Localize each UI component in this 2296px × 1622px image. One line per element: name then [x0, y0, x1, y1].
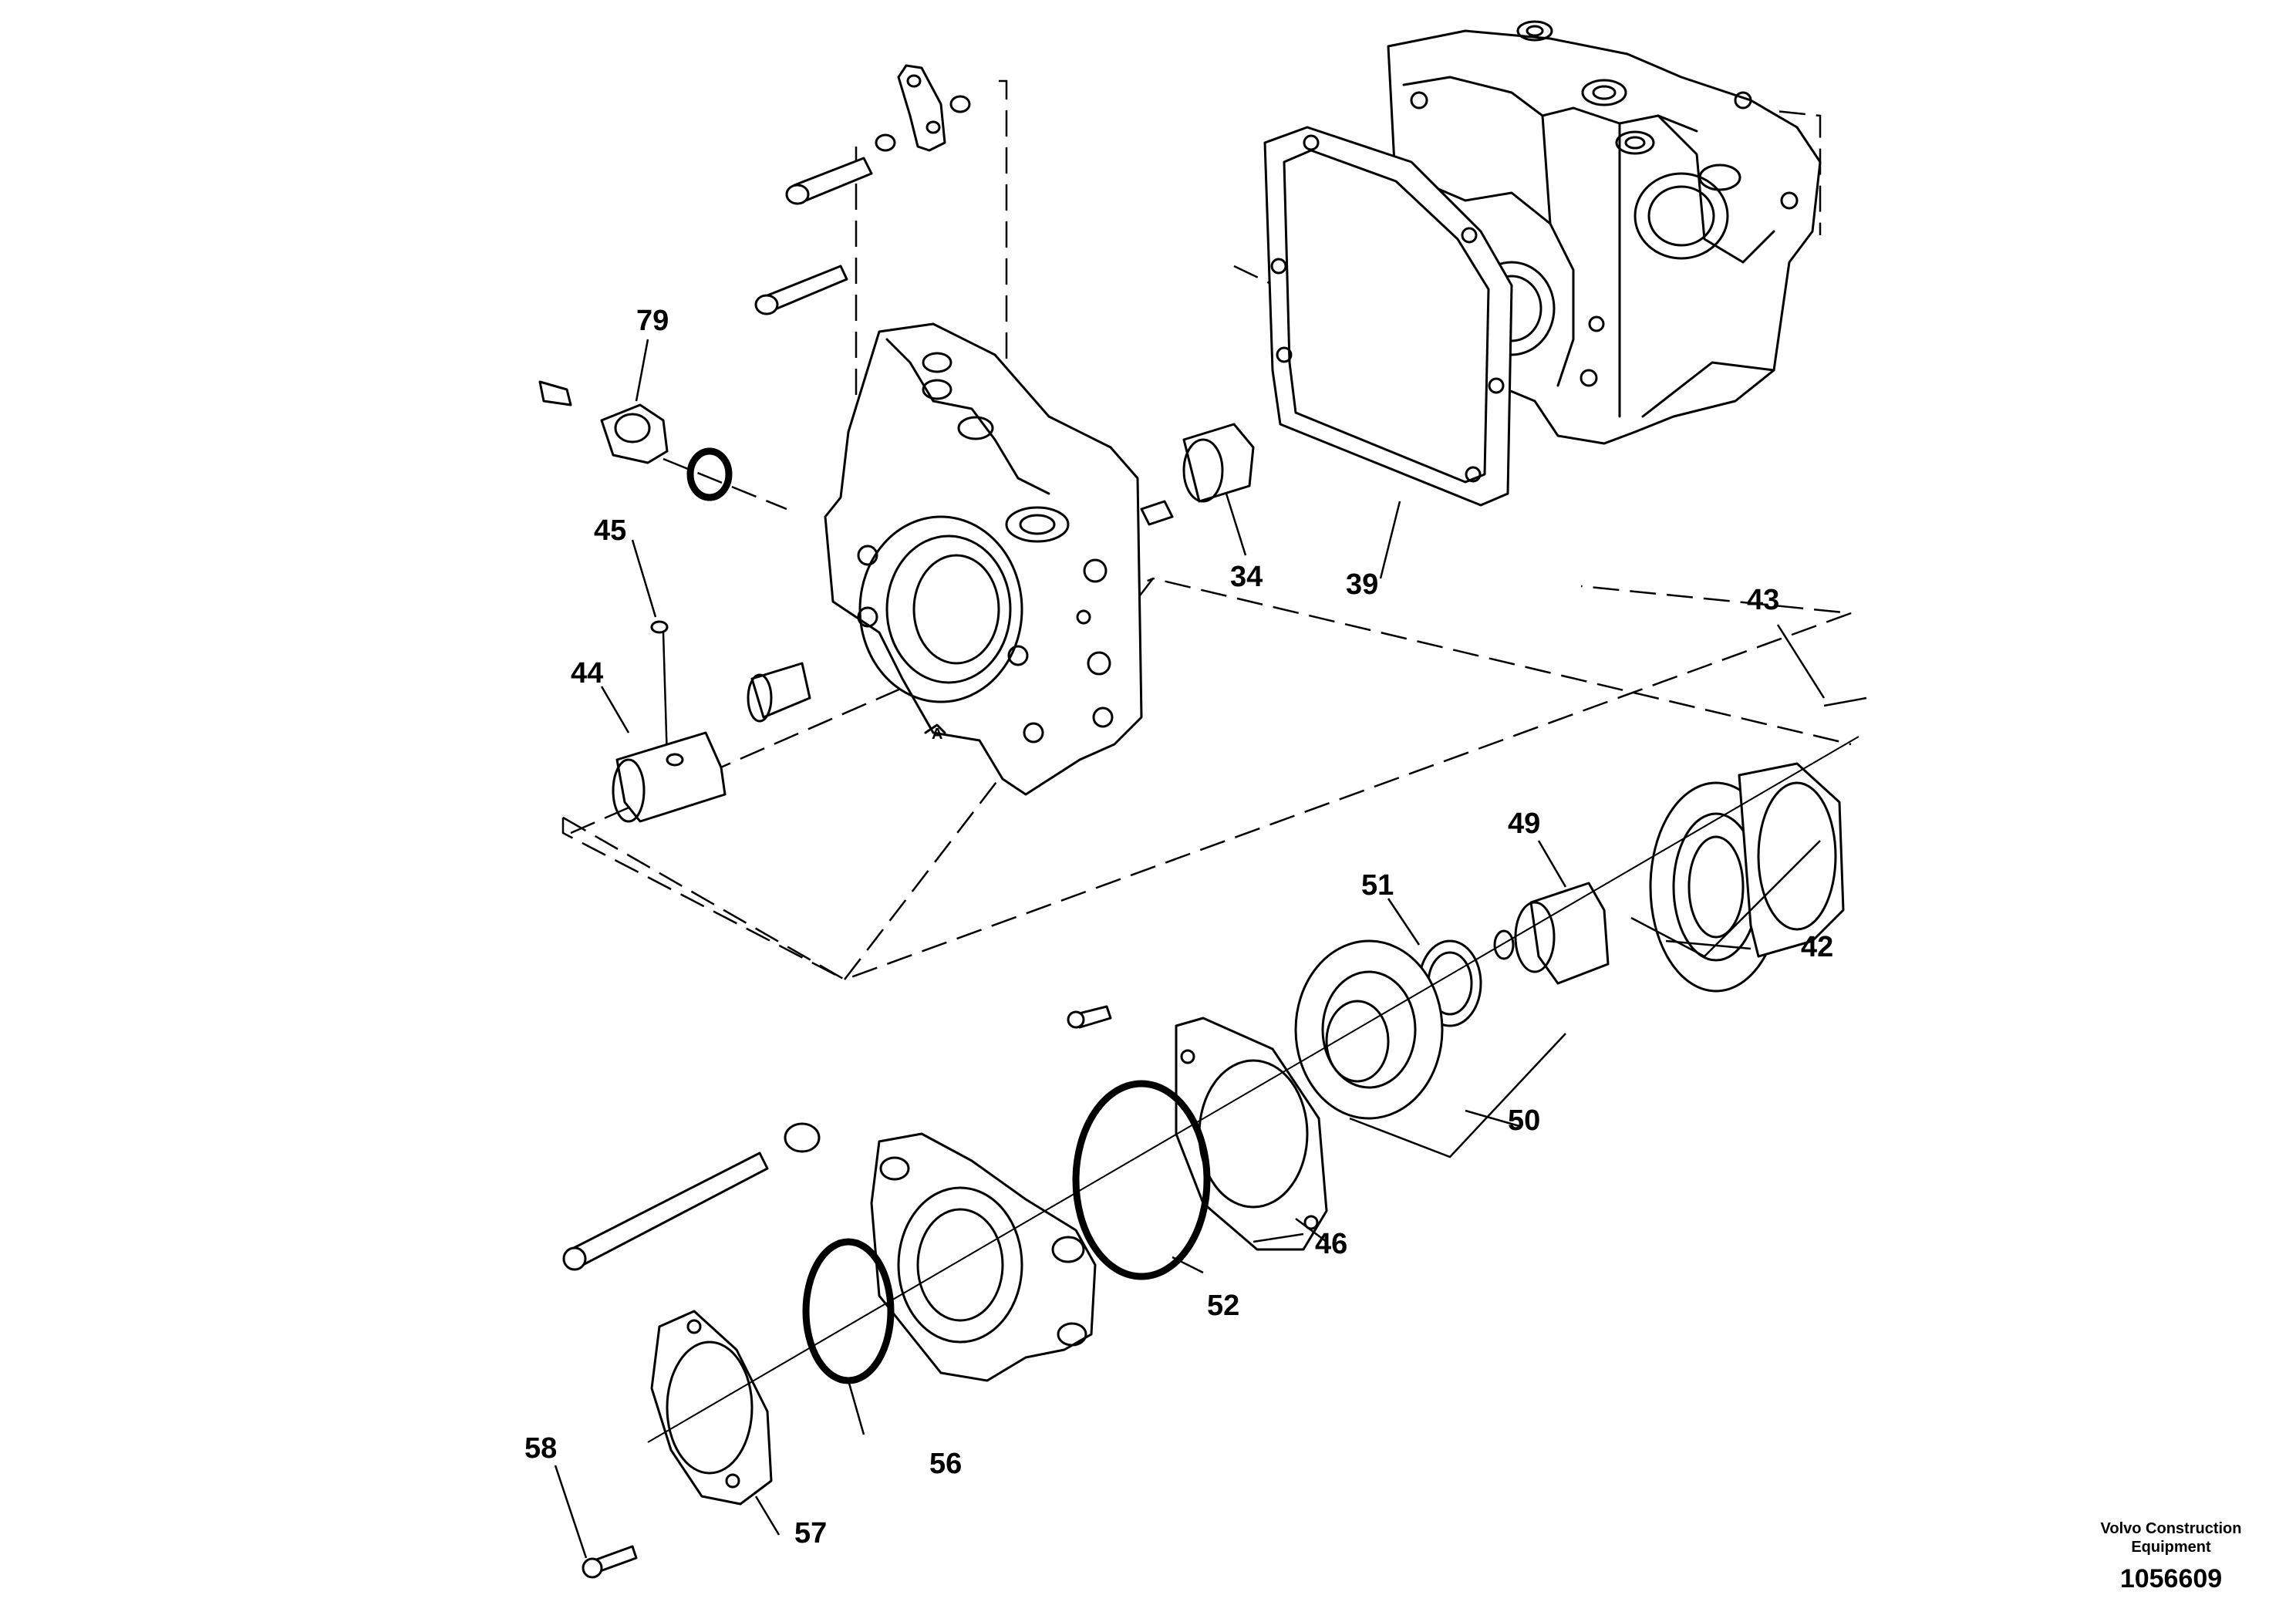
label-44: 44 — [571, 657, 603, 690]
credit-block: Volvo Construction Equipment 1056609 — [2101, 1520, 2242, 1593]
bush-34 — [1140, 423, 1255, 526]
end-cover — [870, 1132, 1097, 1382]
label-34: 34 — [1230, 561, 1263, 593]
top-bracket-and-screws — [754, 64, 971, 315]
o-ring-56 — [802, 1238, 895, 1384]
label-56: 56 — [929, 1448, 962, 1480]
center-pump-body: A — [824, 322, 1143, 796]
label-49: 49 — [1508, 808, 1540, 840]
label-57: 57 — [794, 1517, 827, 1549]
screw-58 — [582, 1545, 638, 1579]
disc-50 — [1294, 939, 1444, 1120]
center-axis — [647, 736, 1859, 1443]
credit-line-1: Volvo Construction — [2101, 1520, 2242, 1537]
label-42: 42 — [1801, 931, 1833, 963]
shaft-49 — [1493, 882, 1610, 985]
pin-43 — [1823, 696, 1867, 707]
o-ring-52 — [1072, 1080, 1211, 1280]
small-screw-top — [1067, 1005, 1112, 1029]
pin-45 — [650, 620, 669, 760]
drawing-number: 1056609 — [2120, 1564, 2222, 1593]
gasket-39 — [1263, 126, 1513, 507]
label-50: 50 — [1508, 1104, 1540, 1137]
label-43: 43 — [1747, 584, 1779, 616]
credit-line-2: Equipment — [2131, 1539, 2211, 1556]
sleeve-44 — [612, 731, 727, 823]
sleeve-small — [747, 662, 811, 723]
label-58: 58 — [524, 1432, 557, 1465]
leader-lines — [554, 339, 1826, 1559]
label-39: 39 — [1346, 568, 1378, 601]
part-labels: 79 45 44 34 39 43 42 49 51 50 46 52 56 5… — [524, 305, 1833, 1549]
label-46: 46 — [1315, 1228, 1347, 1260]
plate-46 — [1175, 1017, 1328, 1251]
bearing-42 — [1649, 762, 1845, 993]
svg-text:A: A — [932, 726, 942, 743]
label-52: 52 — [1207, 1290, 1239, 1322]
long-bolt — [562, 1122, 821, 1271]
label-45: 45 — [594, 514, 626, 547]
label-79: 79 — [636, 305, 669, 337]
plate-57 — [650, 1310, 773, 1506]
fitting-79 — [538, 380, 733, 501]
label-51: 51 — [1361, 869, 1394, 902]
